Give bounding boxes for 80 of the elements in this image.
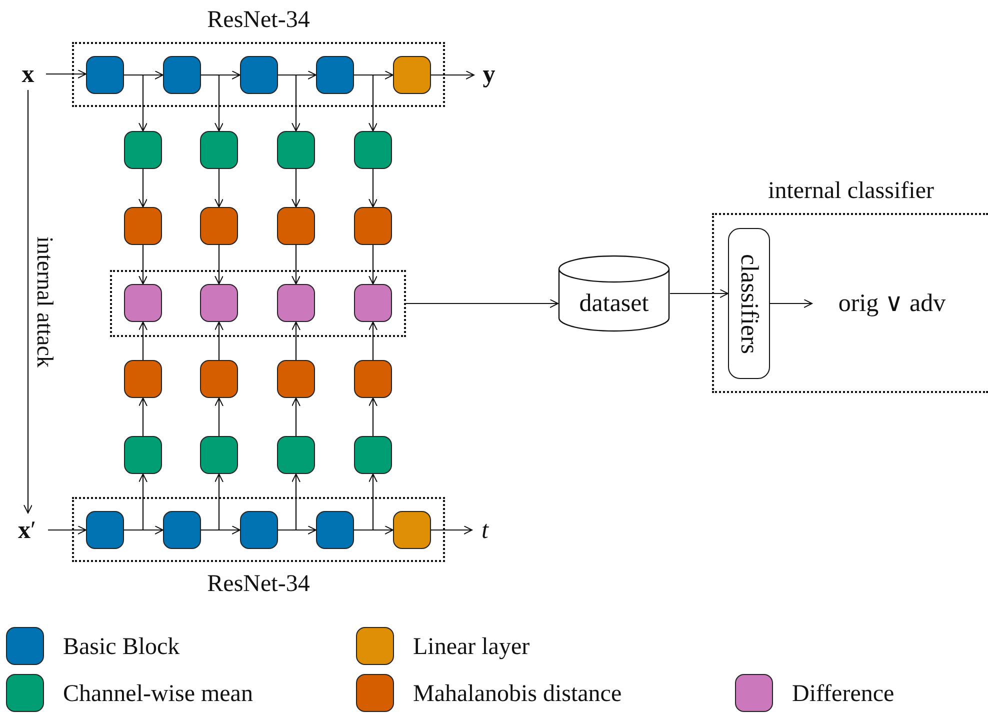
basic-block	[163, 56, 201, 94]
arrow	[214, 398, 224, 436]
channel-mean-block	[354, 436, 392, 474]
arrow	[138, 245, 148, 284]
arrow	[138, 398, 148, 436]
arrow	[24, 90, 32, 514]
arrow	[138, 169, 148, 208]
arrow	[214, 245, 224, 284]
difference-block	[124, 284, 162, 322]
arrow	[368, 398, 378, 436]
mahalanobis-block	[124, 360, 162, 398]
classifier-box	[728, 228, 770, 379]
difference-block	[354, 284, 392, 322]
arrow	[431, 70, 474, 80]
arrow	[214, 322, 224, 360]
difference-block	[277, 284, 315, 322]
channel-mean-block	[200, 436, 238, 474]
arrow	[354, 74, 378, 132]
arrow	[368, 245, 378, 284]
mahalanobis-block	[277, 207, 315, 245]
mahalanobis-block	[124, 207, 162, 245]
group-title: ResNet-34	[207, 572, 310, 596]
math-label: x′	[6, 513, 48, 547]
basic-block	[240, 511, 278, 549]
arrow	[201, 474, 224, 531]
legend-label: Mahalanobis distance	[413, 681, 622, 708]
mahalanobis-block	[200, 207, 238, 245]
arrow	[431, 526, 472, 534]
arrow	[124, 74, 148, 132]
channel-mean-block	[200, 131, 238, 169]
basic-block	[86, 56, 124, 94]
legend-label: Channel-wise mean	[63, 681, 253, 708]
arrow	[138, 322, 148, 360]
arrow	[214, 169, 224, 208]
arrow	[278, 474, 300, 531]
arrow	[354, 474, 378, 531]
mahalanobis-block	[354, 207, 392, 245]
arrow	[292, 322, 300, 360]
math-label: orig ∨ adv	[812, 286, 972, 320]
legend-label: Basic Block	[63, 634, 180, 661]
cylinder-label: dataset	[579, 291, 649, 316]
basic-block	[316, 56, 354, 94]
mahalanobis-block	[277, 360, 315, 398]
channel-mean-block	[124, 131, 162, 169]
arrow	[770, 299, 812, 308]
basic-block	[240, 56, 278, 94]
math-label: x	[10, 58, 46, 90]
arrow	[292, 245, 300, 284]
group-title: internal classifier	[768, 179, 934, 203]
arrow	[368, 322, 378, 360]
legend-label: Difference	[792, 681, 894, 708]
math-label: t	[472, 513, 498, 547]
arrow	[670, 289, 728, 298]
linear-layer-block	[393, 56, 431, 94]
group-title: ResNet-34	[207, 8, 310, 32]
channel-mean-block	[354, 131, 392, 169]
arrow	[368, 169, 378, 208]
mahalanobis-block	[200, 360, 238, 398]
math-label: y	[474, 58, 504, 90]
basic-block	[86, 511, 124, 549]
difference-block	[200, 284, 238, 322]
arrow	[278, 74, 300, 132]
basic-block	[316, 511, 354, 549]
arrow	[292, 398, 300, 436]
arrow	[292, 169, 300, 208]
database-cylinder	[558, 255, 670, 332]
dotted-group-frame	[110, 270, 406, 337]
linear-layer-block	[393, 511, 431, 549]
channel-mean-block	[277, 131, 315, 169]
channel-mean-block	[124, 436, 162, 474]
mahalanobis-block	[354, 360, 392, 398]
arrow	[48, 526, 86, 534]
arrow	[124, 474, 148, 531]
arrow	[46, 70, 86, 78]
channel-mean-block	[277, 436, 315, 474]
legend-label: Linear layer	[413, 634, 530, 661]
rotated-label: classifiers	[736, 254, 762, 354]
arrow	[406, 299, 558, 308]
basic-block	[163, 511, 201, 549]
arrow	[201, 74, 224, 132]
